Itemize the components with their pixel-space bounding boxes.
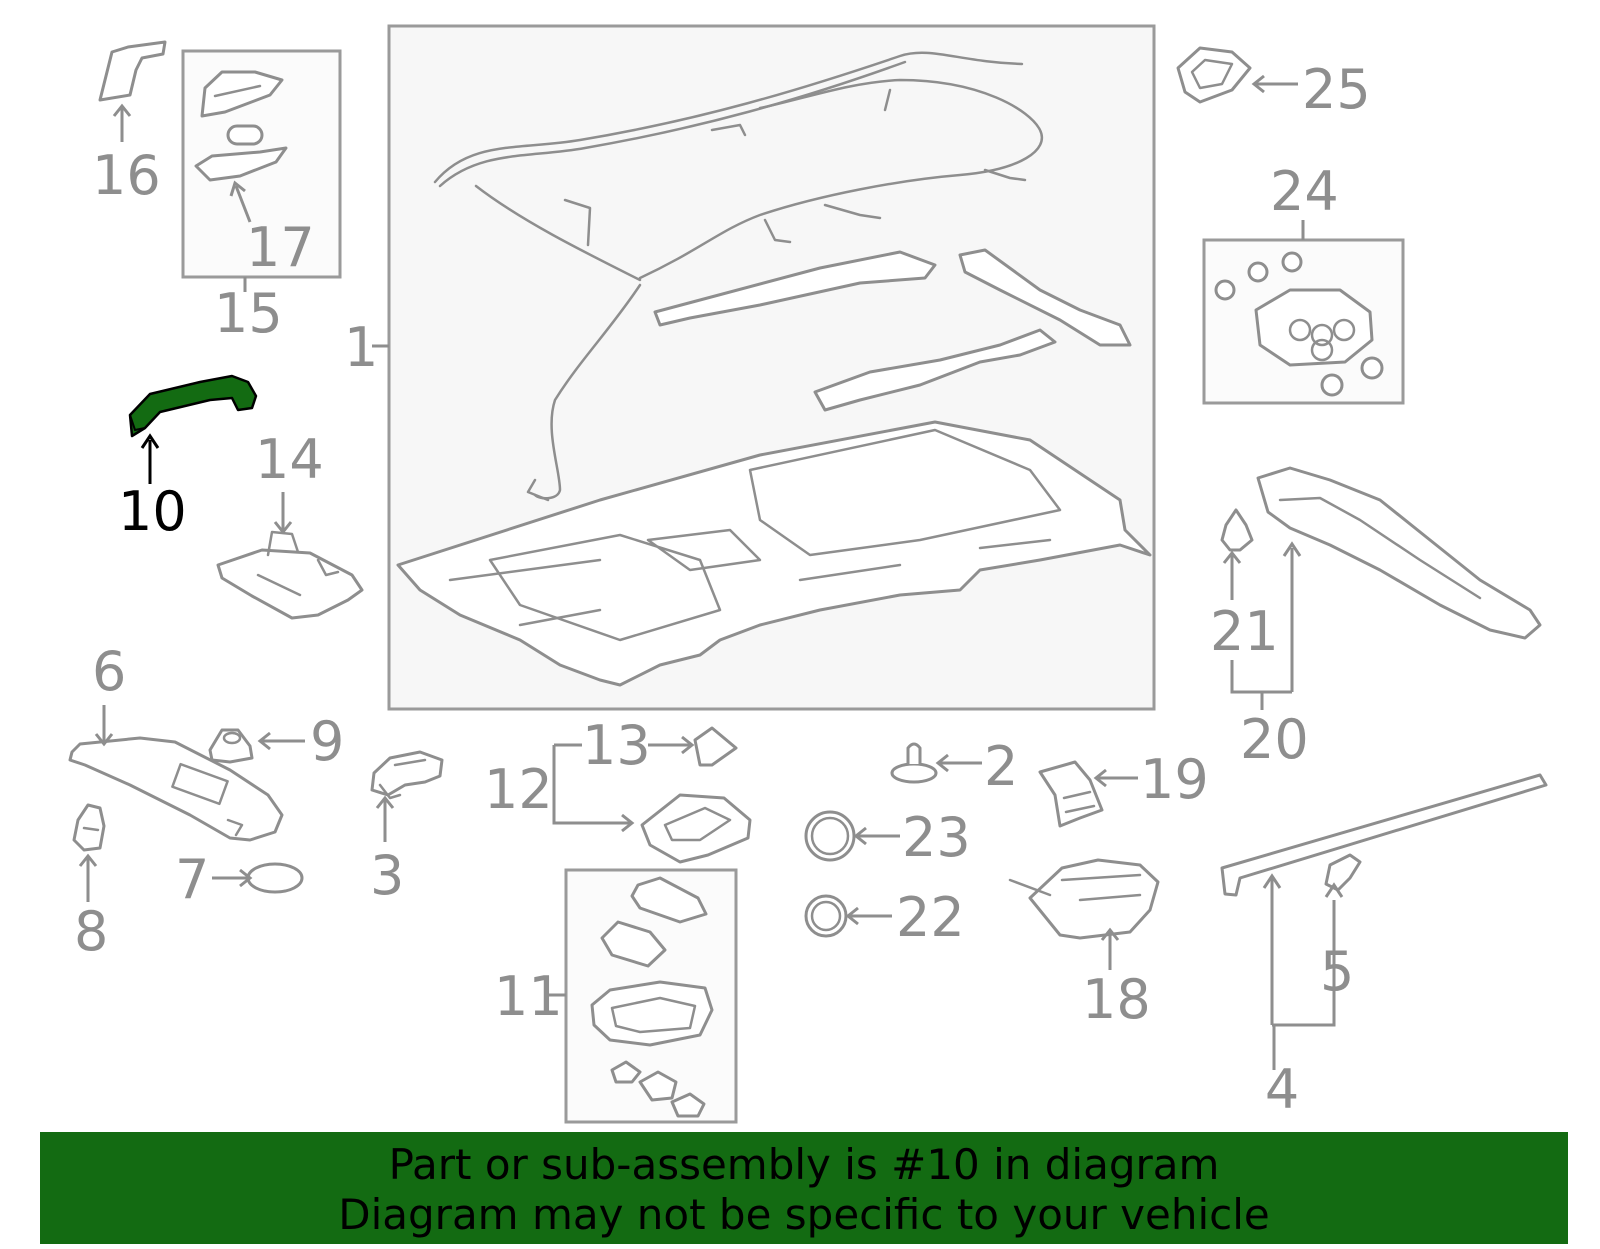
part-4-trim-strip[interactable] xyxy=(1220,773,1548,897)
part-3-bracket[interactable] xyxy=(370,750,444,800)
callout-23: 23 xyxy=(902,806,971,869)
callout-14: 14 xyxy=(255,428,324,491)
part-14-bracket[interactable] xyxy=(216,530,364,620)
callout-18: 18 xyxy=(1082,968,1151,1031)
callout-17: 17 xyxy=(246,216,315,279)
callout-16: 16 xyxy=(92,144,161,207)
banner-line-1: Part or sub-assembly is #10 in diagram xyxy=(388,1140,1220,1189)
part-6-sun-visor[interactable] xyxy=(68,736,284,842)
callout-11: 11 xyxy=(494,965,563,1028)
callout-13: 13 xyxy=(582,714,651,777)
part-19-bracket[interactable] xyxy=(1038,760,1104,828)
callout-12: 12 xyxy=(484,758,553,821)
part-23-cap[interactable] xyxy=(804,810,856,862)
part-18-lamp[interactable] xyxy=(1008,858,1160,940)
part-22-cap[interactable] xyxy=(804,894,848,938)
callout-21: 21 xyxy=(1210,600,1279,663)
callout-1: 1 xyxy=(344,316,378,379)
callout-6: 6 xyxy=(92,640,126,703)
part-10-assist-grip[interactable] xyxy=(128,374,258,438)
part-25-bezel[interactable] xyxy=(1176,46,1252,104)
part-1-headliner[interactable] xyxy=(396,51,1152,687)
callout-9: 9 xyxy=(310,710,344,773)
part-15-lamp-assembly[interactable] xyxy=(194,70,288,182)
callout-22: 22 xyxy=(896,886,965,949)
part-21-clip[interactable] xyxy=(1220,508,1254,552)
callout-25: 25 xyxy=(1302,58,1371,121)
part-24-switch-assembly[interactable] xyxy=(1214,251,1384,397)
part-5-clip[interactable] xyxy=(1324,853,1362,892)
part-9-clip[interactable] xyxy=(208,728,254,764)
part-16-clip[interactable] xyxy=(98,40,167,102)
info-banner: Part or sub-assembly is #10 in diagram D… xyxy=(40,1132,1568,1244)
callout-5: 5 xyxy=(1320,940,1354,1003)
part-13-clip[interactable] xyxy=(693,726,738,767)
part-12-lamp-base[interactable] xyxy=(640,793,752,864)
part-2-clip[interactable] xyxy=(890,742,938,784)
callout-10: 10 xyxy=(118,480,187,543)
callout-3: 3 xyxy=(370,844,404,907)
banner-line-2: Diagram may not be specific to your vehi… xyxy=(338,1190,1270,1239)
callout-2: 2 xyxy=(984,735,1018,798)
callout-24: 24 xyxy=(1270,160,1339,223)
callout-20: 20 xyxy=(1240,708,1309,771)
callout-7: 7 xyxy=(175,848,209,911)
callout-8: 8 xyxy=(74,900,108,963)
part-11-dome-lamp-assembly[interactable] xyxy=(590,876,714,1118)
part-7-cap[interactable] xyxy=(246,862,304,894)
callout-15: 15 xyxy=(214,282,283,345)
callout-4: 4 xyxy=(1265,1058,1299,1121)
part-20-garnish[interactable] xyxy=(1256,466,1542,640)
part-8-holder[interactable] xyxy=(72,803,106,852)
callout-19: 19 xyxy=(1140,748,1209,811)
leader-lines xyxy=(78,74,1344,1070)
